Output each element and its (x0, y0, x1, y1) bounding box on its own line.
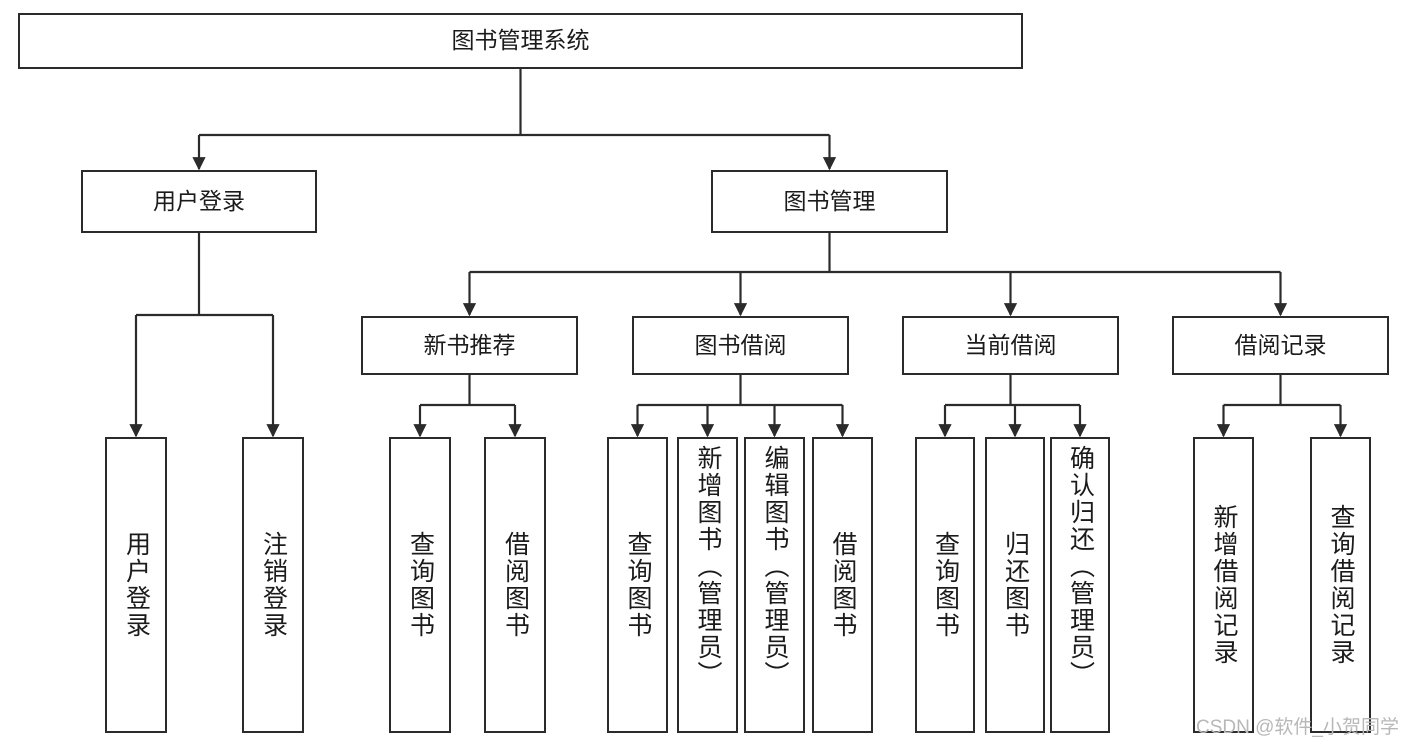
node-new-book-recommend-label: 新书推荐 (423, 331, 516, 358)
node-leaf-confirm-return-admin-label: 确认归还（管理员） (1066, 445, 1095, 688)
node-leaf-borrow-book-rec[interactable]: 借阅图书 (484, 437, 546, 733)
node-user-login-label: 用户登录 (153, 187, 245, 214)
node-book-manage-label: 图书管理 (783, 187, 876, 214)
node-leaf-add-book-admin-label: 新增图书（管理员） (694, 445, 722, 688)
node-current-borrow-label: 当前借阅 (964, 331, 1057, 358)
node-leaf-add-borrow-record-label: 新增借阅记录 (1210, 504, 1238, 666)
node-leaf-query-book-borrow[interactable]: 查询图书 (607, 437, 668, 733)
node-leaf-query-book-rec[interactable]: 查询图书 (389, 437, 451, 733)
node-leaf-return-book[interactable]: 归还图书 (985, 437, 1045, 733)
node-root[interactable]: 图书管理系统 (18, 13, 1023, 69)
watermark-text: CSDN @软件_小贺同学 (1196, 717, 1399, 738)
node-leaf-logout-login[interactable]: 注销登录 (242, 437, 304, 733)
node-leaf-edit-book-admin-label: 编辑图书（管理员） (761, 445, 789, 688)
node-leaf-borrow-book-label: 借阅图书 (829, 531, 857, 639)
node-leaf-query-book-current-label: 查询图书 (931, 531, 960, 639)
node-leaf-borrow-book-rec-label: 借阅图书 (501, 531, 530, 639)
node-leaf-user-login-label: 用户登录 (122, 531, 151, 639)
node-book-borrow[interactable]: 图书借阅 (632, 316, 849, 375)
node-current-borrow[interactable]: 当前借阅 (902, 316, 1119, 375)
node-leaf-logout-login-label: 注销登录 (259, 531, 288, 639)
node-leaf-borrow-book[interactable]: 借阅图书 (812, 437, 873, 733)
node-leaf-query-book-rec-label: 查询图书 (406, 531, 435, 639)
node-leaf-query-borrow-record[interactable]: 查询借阅记录 (1310, 437, 1371, 733)
node-user-login[interactable]: 用户登录 (81, 170, 317, 233)
node-leaf-confirm-return-admin[interactable]: 确认归还（管理员） (1050, 437, 1110, 733)
node-book-manage[interactable]: 图书管理 (711, 170, 948, 233)
node-leaf-query-book-current[interactable]: 查询图书 (915, 437, 975, 733)
node-leaf-add-book-admin[interactable]: 新增图书（管理员） (677, 437, 738, 733)
node-book-borrow-label: 图书借阅 (694, 331, 787, 358)
node-leaf-query-borrow-record-label: 查询借阅记录 (1327, 504, 1355, 666)
node-leaf-add-borrow-record[interactable]: 新增借阅记录 (1193, 437, 1254, 733)
node-borrow-record-label: 借阅记录 (1234, 331, 1327, 358)
node-root-label: 图书管理系统 (451, 27, 590, 54)
node-new-book-recommend[interactable]: 新书推荐 (361, 316, 578, 375)
node-leaf-user-login[interactable]: 用户登录 (105, 437, 167, 733)
node-leaf-edit-book-admin[interactable]: 编辑图书（管理员） (744, 437, 805, 733)
node-borrow-record[interactable]: 借阅记录 (1172, 316, 1389, 375)
node-leaf-query-book-borrow-label: 查询图书 (624, 531, 652, 639)
node-leaf-return-book-label: 归还图书 (1001, 531, 1030, 639)
